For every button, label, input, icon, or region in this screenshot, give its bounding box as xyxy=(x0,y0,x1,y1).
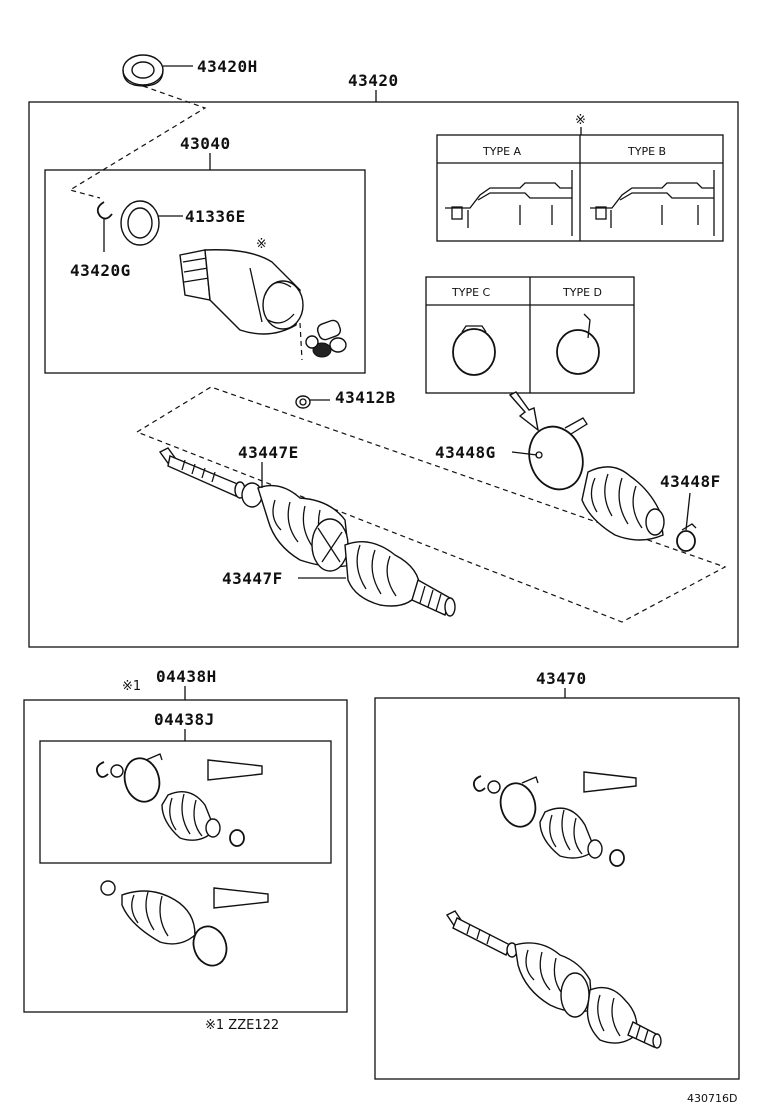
kit-j-parts[interactable] xyxy=(95,753,263,847)
bearing-43420h[interactable] xyxy=(122,54,164,87)
kit-box-43470 xyxy=(374,697,740,1080)
assembly-box-43420 xyxy=(28,101,739,648)
label-43040: 43040 xyxy=(180,134,231,153)
clamp-band-43448g[interactable] xyxy=(521,417,592,497)
tripod-spider[interactable] xyxy=(299,319,347,361)
label-43447f: 43447F xyxy=(222,569,283,588)
star-mark-joint: ※ xyxy=(256,237,267,252)
label-04438j: 04438J xyxy=(154,710,215,729)
label-43447e: 43447E xyxy=(238,443,299,462)
inboard-joint-housing[interactable] xyxy=(179,249,304,335)
star-mark-type-ab: ※ xyxy=(575,113,586,128)
drive-shaft[interactable] xyxy=(158,447,263,508)
leader-dashed-bearing xyxy=(68,85,207,199)
arrow-icon xyxy=(508,391,540,432)
kit-43470-parts[interactable] xyxy=(472,771,637,867)
subassembly-box-43040 xyxy=(44,169,366,374)
type-c-clamp xyxy=(452,325,496,376)
label-43420h: 43420H xyxy=(197,57,258,76)
label-43448g: 43448G xyxy=(435,443,496,462)
snap-ring-43420g[interactable] xyxy=(96,201,113,220)
label-43420g: 43420G xyxy=(70,261,131,280)
clamp-43448f[interactable] xyxy=(676,523,697,552)
label-43420: 43420 xyxy=(348,71,399,90)
label-41336e: 41336E xyxy=(185,207,246,226)
label-43470: 43470 xyxy=(536,669,587,688)
kit-box-04438j xyxy=(39,740,332,864)
boot-outboard[interactable] xyxy=(581,466,665,541)
footnote: ※1 ZZE122 xyxy=(205,1018,279,1033)
kit-h-loose-parts[interactable] xyxy=(100,880,269,970)
type-a-label: TYPE A xyxy=(482,145,522,158)
clip-43412b[interactable] xyxy=(295,395,311,409)
type-b-label: TYPE B xyxy=(627,145,666,158)
type-d-clamp xyxy=(556,313,600,375)
drawing-id: 430716D xyxy=(687,1092,737,1105)
kit-box-04438h xyxy=(23,699,348,1013)
kit-43470-shaft[interactable] xyxy=(445,910,662,1049)
type-b-detail xyxy=(590,170,715,236)
outboard-joint[interactable] xyxy=(311,518,456,617)
label-43448f: 43448F xyxy=(660,472,721,491)
ref-mark-1: ※1 xyxy=(122,679,141,694)
label-43412b: 43412B xyxy=(335,388,396,407)
type-a-detail xyxy=(445,170,573,236)
type-c-label: TYPE C xyxy=(451,286,491,299)
seal-41336e[interactable] xyxy=(120,200,160,246)
shaft-region-dashed xyxy=(135,386,727,623)
label-04438h: 04438H xyxy=(156,667,217,686)
type-d-label: TYPE D xyxy=(562,286,602,299)
